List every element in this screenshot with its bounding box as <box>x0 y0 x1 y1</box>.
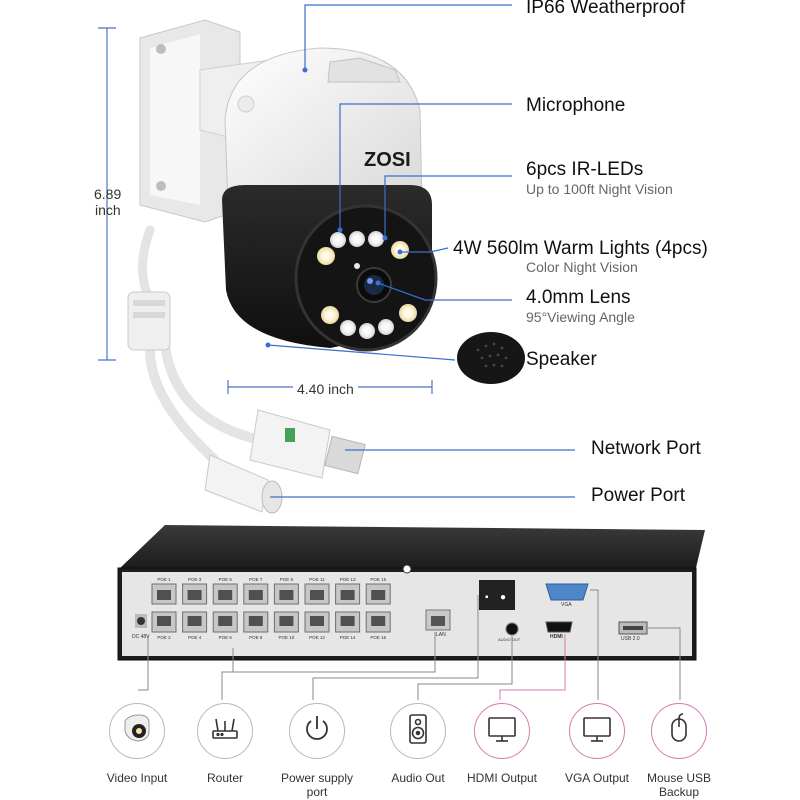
feature-warm-lights-subtitle: Color Night Vision <box>526 259 638 275</box>
poe-port-label: POE 9 <box>280 577 294 582</box>
mouse-icon-circle <box>651 703 707 759</box>
video-input-icon <box>119 711 155 752</box>
port-connector-lines <box>138 589 681 700</box>
router-icon-circle <box>197 703 253 759</box>
monitor-icon <box>484 711 520 752</box>
router-icon <box>207 711 243 752</box>
poe-port-label: POE 15 <box>370 577 386 582</box>
speaker-icon <box>400 711 436 752</box>
svg-text:●: ● <box>500 592 506 603</box>
video-input-icon-circle <box>109 703 165 759</box>
poe-port-label: POE 12 <box>309 635 325 640</box>
callout-lines <box>267 4 575 498</box>
poe-port-label: POE 3 <box>188 577 202 582</box>
monitor-icon-circle <box>474 703 530 759</box>
power-port-label: Power Port <box>591 485 685 506</box>
speaker-icon-circle <box>390 703 446 759</box>
poe-port-label: POE 1 <box>157 577 171 582</box>
poe-port-label: POE 14 <box>340 635 356 640</box>
nvr-lan-port <box>425 609 451 631</box>
feature-lens-title: 4.0mm Lens <box>526 287 631 308</box>
nvr-usb-label: USB 2.0 <box>621 636 640 642</box>
ir-leds <box>330 231 394 339</box>
poe-port-label: POE 2 <box>157 635 171 640</box>
nvr-vga-port <box>545 583 589 601</box>
icon-caption: VGA Output <box>564 771 630 785</box>
nvr-hdmi-port <box>545 621 573 633</box>
callout-dots <box>265 67 403 348</box>
icon-caption: HDMI Output <box>466 771 538 785</box>
mouse-icon <box>661 711 697 752</box>
feature-weatherproof-title: IP66 Weatherproof <box>526 0 686 18</box>
network-port-label: Network Port <box>591 438 701 459</box>
nvr-dc-label: DC 48V <box>132 634 150 640</box>
nvr-hdmi-label: HDMI <box>550 634 563 640</box>
poe-port-label: POE 13 <box>340 577 356 582</box>
poe-ports: POE 1 POE 3 POE 5 POE 7 POE 9 POE 11 POE 13 POE… <box>151 577 391 640</box>
icon-caption: Mouse USB Backup <box>646 771 712 799</box>
feature-lens-subtitle: 95°Viewing Angle <box>526 309 635 325</box>
poe-port-label: POE 5 <box>219 577 233 582</box>
nvr-audio-label: AUDIO OUT <box>498 637 521 642</box>
power-icon <box>299 711 335 752</box>
cable-splitter <box>127 291 171 351</box>
poe-port-label: POE 8 <box>249 635 263 640</box>
poe-port-label: POE 7 <box>249 577 263 582</box>
icon-caption: Power supply port <box>280 771 354 799</box>
nvr-vga-label: VGA <box>561 602 572 608</box>
feature-speaker-title: Speaker <box>526 349 597 370</box>
warm-lights <box>317 241 417 324</box>
brand-logo: ZOSI <box>364 149 411 171</box>
height-value: 6.89 <box>94 186 122 202</box>
nvr-audio-port <box>505 622 519 636</box>
height-unit: inch <box>95 202 121 218</box>
feature-warm-lights-title: 4W 560lm Warm Lights (4pcs) <box>453 238 708 259</box>
nvr-usb-port <box>618 621 648 635</box>
nvr-lan-label: LAN <box>436 632 446 638</box>
height-dimension <box>98 27 116 361</box>
feature-ir-leds-subtitle: Up to 100ft Night Vision <box>526 181 673 197</box>
icon-caption: Video Input <box>106 771 168 785</box>
poe-port-label: POE 4 <box>188 635 202 640</box>
svg-text:▪: ▪ <box>485 592 489 603</box>
icon-caption: Router <box>206 771 244 785</box>
monitor-icon <box>579 711 615 752</box>
poe-port-label: POE 11 <box>309 577 325 582</box>
feature-microphone-title: Microphone <box>526 95 626 116</box>
camera-body: ZOSI <box>222 47 438 352</box>
poe-port-label: POE 16 <box>370 635 386 640</box>
power-icon-circle <box>289 703 345 759</box>
speaker-puck <box>457 332 525 384</box>
nvr-power-switch: ▪ ● <box>479 580 515 610</box>
network-connector <box>249 409 366 479</box>
icon-caption: Audio Out <box>391 771 445 785</box>
feature-ir-leds-title: 6pcs IR-LEDs <box>526 159 644 180</box>
poe-port-label: POE 10 <box>279 635 295 640</box>
width-value: 4.40 inch <box>293 381 358 397</box>
camera-lens <box>354 263 392 303</box>
poe-port-label: POE 6 <box>219 635 233 640</box>
monitor-icon-circle <box>569 703 625 759</box>
